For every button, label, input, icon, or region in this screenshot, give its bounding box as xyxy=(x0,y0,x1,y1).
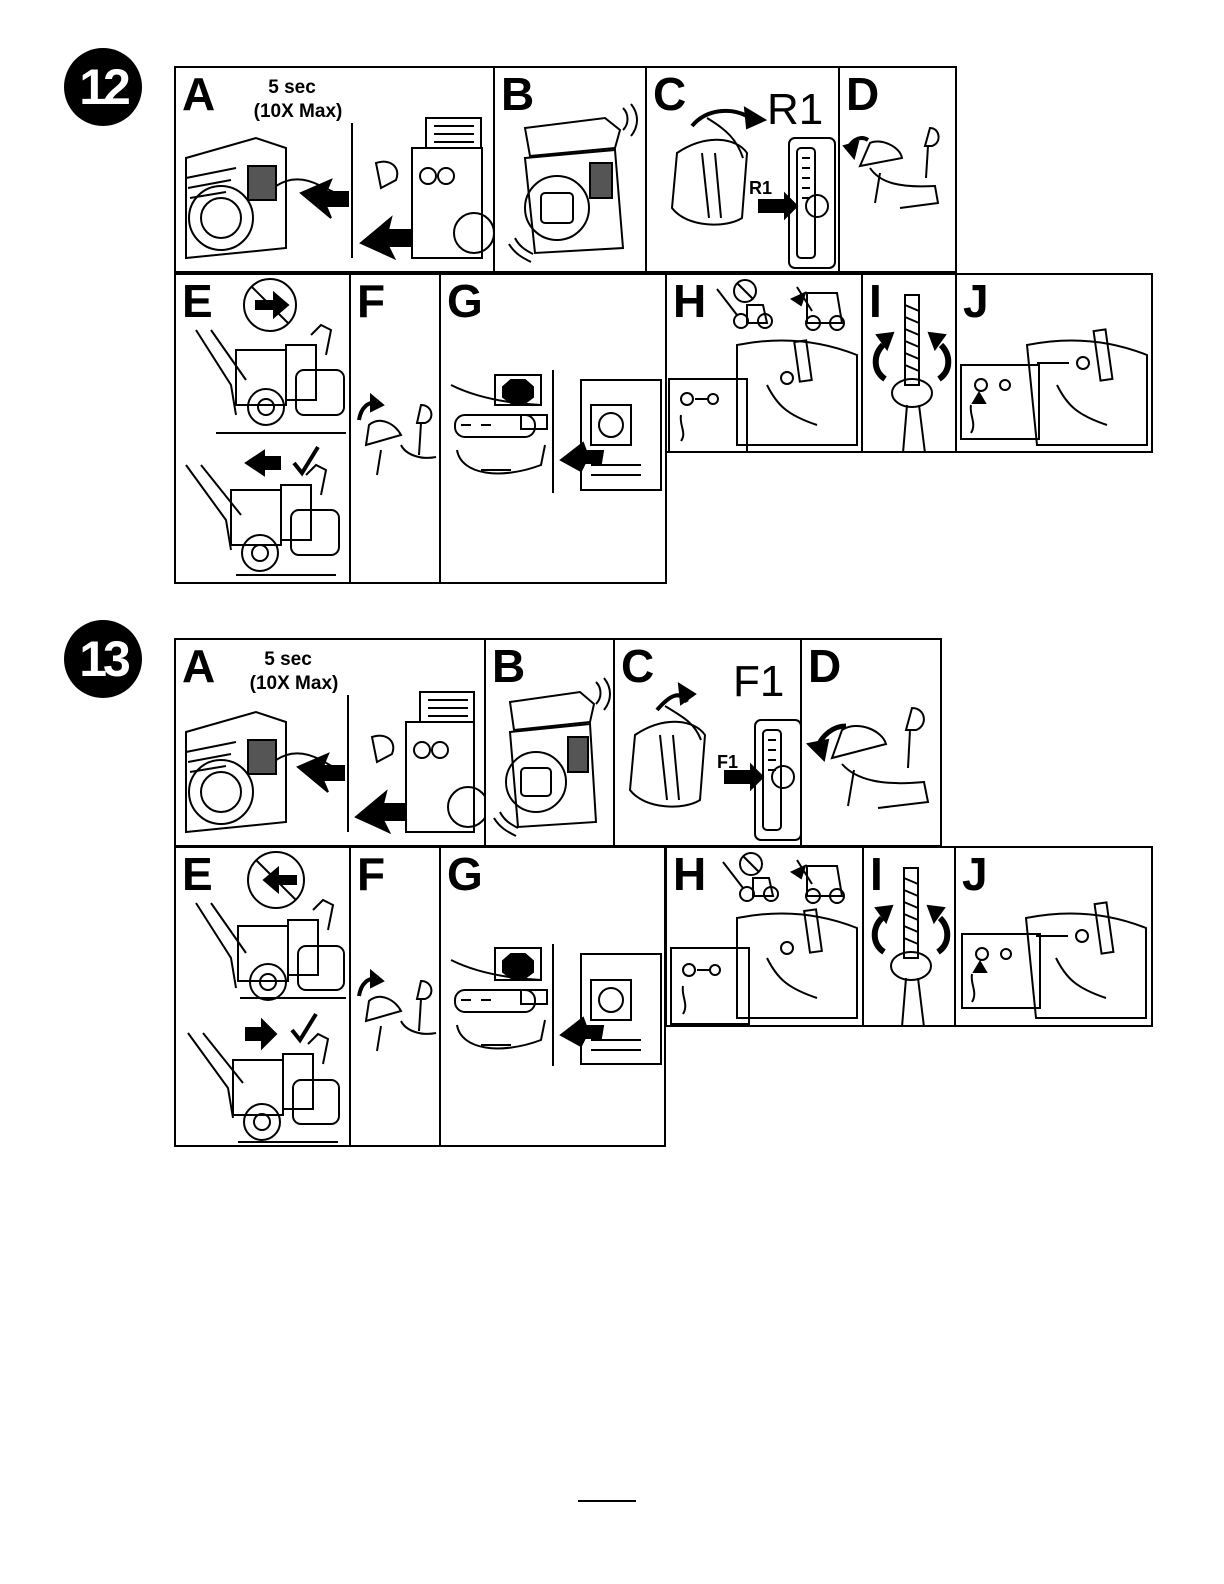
panel-b: B xyxy=(493,66,647,273)
panel-f: F xyxy=(349,273,441,584)
panel-d: D xyxy=(800,638,942,847)
drive-lever-release-illustration xyxy=(840,68,957,273)
panel-j: J xyxy=(955,273,1153,453)
primer-illustration xyxy=(176,640,486,847)
step-number-badge: 12 xyxy=(64,48,142,126)
shear-bolt-install-illustration xyxy=(957,275,1153,453)
panel-h: H xyxy=(665,846,864,1027)
panel-a: A 5 sec (10X Max) xyxy=(174,638,486,847)
panel-g: G xyxy=(439,273,667,584)
drive-lever-release-illustration xyxy=(802,640,942,847)
panel-c: C F1 F1 xyxy=(613,638,802,847)
drive-lever-engage-illustration xyxy=(351,275,441,584)
shear-bolt-illustration xyxy=(667,275,863,453)
step-number-badge: 13 xyxy=(64,620,142,698)
shear-bolt-illustration xyxy=(667,848,864,1027)
drive-lever-engage-illustration xyxy=(351,848,441,1147)
shift-lever-illustration xyxy=(647,68,840,273)
engine-start-illustration xyxy=(486,640,615,847)
panel-d: D xyxy=(838,66,957,273)
panel-a: A 5 sec (10X Max) xyxy=(174,66,495,273)
panel-i: I xyxy=(861,273,957,453)
snowthrower-direction-illustration xyxy=(176,848,351,1147)
panel-e: E xyxy=(174,846,351,1147)
shear-bolt-install-illustration xyxy=(956,848,1153,1027)
footer-rule xyxy=(578,1500,636,1502)
panel-i: I xyxy=(862,846,956,1027)
snowthrower-direction-illustration xyxy=(176,275,351,584)
panel-j: J xyxy=(954,846,1153,1027)
primer-illustration xyxy=(176,68,495,273)
panel-g: G xyxy=(439,846,666,1147)
panel-b: B xyxy=(484,638,615,847)
panel-f: F xyxy=(349,846,441,1147)
bolt-tighten-illustration xyxy=(864,848,956,1027)
panel-h: H xyxy=(665,273,863,453)
ignition-key-remove-illustration xyxy=(441,848,666,1147)
panel-e: E xyxy=(174,273,351,584)
panel-c: C R1 R1 xyxy=(645,66,840,273)
shift-lever-illustration xyxy=(615,640,802,847)
bolt-tighten-illustration xyxy=(863,275,957,453)
ignition-key-remove-illustration xyxy=(441,275,667,584)
engine-start-illustration xyxy=(495,68,647,273)
